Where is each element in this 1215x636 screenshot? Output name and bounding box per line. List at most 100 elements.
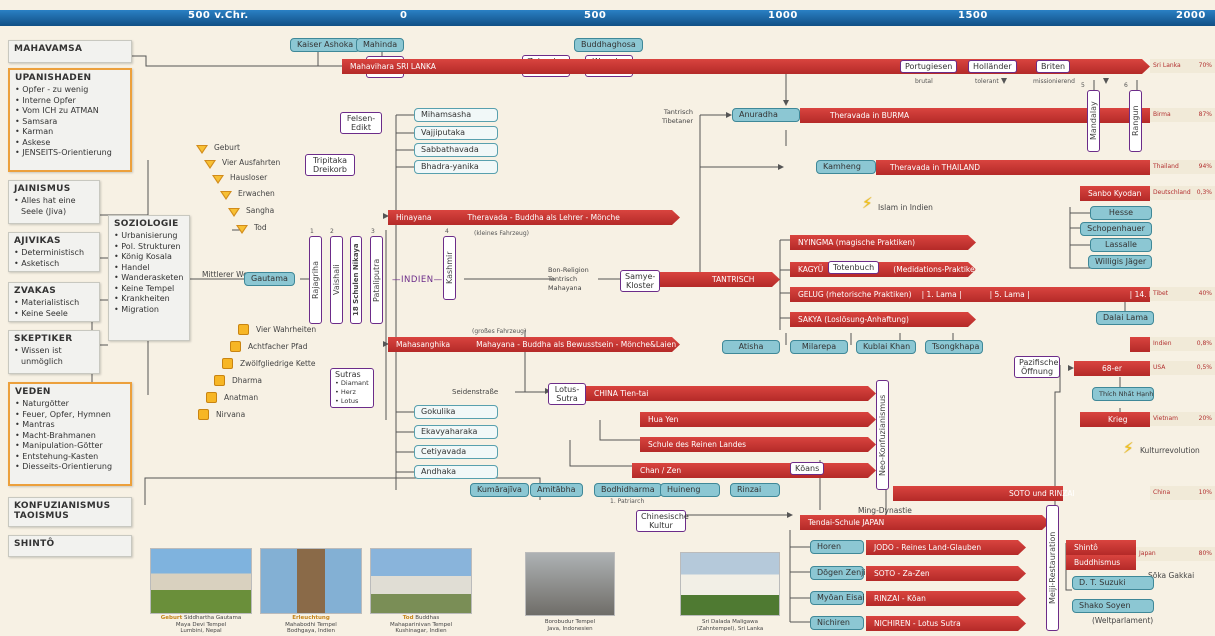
node-atisha: Atisha — [722, 340, 780, 354]
caption-zahntempel: Sri Dalada Maligawa(Zahntempel), Sri Lan… — [696, 619, 764, 632]
bar-tantrisch: TANTRISCH — [660, 272, 780, 287]
teaching-icon — [198, 409, 209, 420]
life-stage-icon — [236, 225, 248, 234]
bar-krieg: Krieg — [1080, 412, 1150, 427]
council-number-2: 2 — [330, 228, 334, 235]
label-islam-in-indien: Islam in Indien — [878, 203, 933, 212]
node-hesse: Hesse — [1090, 206, 1152, 220]
node-totenbuch: Totenbuch — [828, 261, 880, 274]
node-sutras: Sutras• Diamant• Herz• Lotus — [330, 368, 374, 408]
bar-buddhismus: Buddhismus — [1066, 555, 1136, 570]
life-stage-ausfahrten: Vier Ausfahrten — [222, 158, 281, 167]
node-neo-konfuzianismus: Neo-Konfuzianismus — [876, 380, 889, 490]
life-stage-icon — [204, 160, 216, 169]
node-mandalay: Mandalay — [1087, 90, 1100, 152]
label-grosses-fahrzeug: (großes Fahrzeug) — [472, 328, 527, 335]
bar-indien-right — [1130, 337, 1150, 352]
lightning-icon-2: ⚡ — [1123, 439, 1134, 457]
node-portugiesen: Portugiesen — [900, 60, 958, 73]
tick-500: 500 — [584, 10, 607, 21]
node-huineng: Huineng — [660, 483, 720, 497]
node-lotus-sutra: Lotus-Sutra — [548, 383, 586, 405]
node-samye-kloster: Samye-Kloster — [620, 270, 660, 292]
node-18-schulen: 18 Schulen Nikaya — [350, 236, 362, 324]
bar-tendai: Tendai-Schule JAPAN — [800, 515, 1050, 530]
label-soka-gakkai: Sōka Gakkai — [1148, 571, 1195, 580]
bar-thailand: Theravada in THAILAND — [876, 160, 1150, 175]
upanishaden-box: UPANISHADEN • Opfer - zu wenig• Interne … — [8, 68, 132, 172]
node-kamheng: Kamheng — [816, 160, 876, 174]
node-shako-soyen: Shako Soyen — [1072, 599, 1154, 613]
node-dalai-lama: Dalai Lama — [1096, 311, 1154, 325]
ws-missionierend: missionierend — [1033, 78, 1075, 85]
node-pazifische-oeffnung: Pazifische Öffnung — [1014, 356, 1060, 378]
teaching-kette: Zwölfgliedrige Kette — [240, 359, 316, 368]
node-meiji-restauration: Meiji-Restauration — [1046, 505, 1059, 631]
bar-china-tien-tai: CHINA Tien-tai — [586, 386, 876, 401]
label-indien: —INDIEN— — [392, 275, 443, 285]
node-vaishali: Vaishali — [330, 236, 343, 324]
node-tsongkhapa: Tsongkhapa — [925, 340, 983, 354]
life-stage-icon — [228, 208, 240, 217]
life-stage-icon — [196, 145, 208, 154]
ws-tolerant: tolerant — [975, 78, 999, 85]
school-ekavyaharaka: Ekavyaharaka — [414, 425, 498, 439]
tick-0: 0 — [400, 10, 408, 21]
bar-gelug: GELUG (rhetorische Praktiken)| 1. Lama |… — [790, 287, 1174, 302]
node-bodhidharma: Bodhidharma — [594, 483, 662, 497]
bar-nyingma: NYINGMA (magische Praktiken) — [790, 235, 976, 250]
zvakas-box: ZVAKAS• Materialistisch• Keine Seele — [8, 282, 100, 322]
life-stage-icon — [220, 191, 232, 200]
node-koans: Kōans — [790, 462, 825, 475]
node-pataliputra: Pataliputra — [370, 236, 383, 324]
teaching-nirvana: Nirvana — [216, 410, 246, 419]
node-rinzai-person: Rinzai — [730, 483, 780, 497]
node-nichiren: Nichiren — [810, 616, 864, 630]
node-anuradha: Anuradha — [732, 108, 800, 122]
bar-68er: 68-er — [1074, 361, 1150, 376]
node-mahinda: Mahinda — [356, 38, 405, 52]
teaching-icon — [214, 375, 225, 386]
shinto-box: SHINTÔ — [8, 535, 132, 557]
node-rangun: Rangun — [1129, 90, 1142, 152]
node-willigis: Willigis Jäger — [1088, 255, 1152, 269]
mahavamsa-box: MAHAVAMSA — [8, 40, 132, 63]
bar-soto-rinzai: SOTO und RINZAI — [893, 486, 1075, 501]
tick-1000: 1000 — [768, 10, 798, 21]
label-mittlerer-weg: Mittlerer Weg — [202, 270, 253, 279]
node-dogen: Dōgen Zenji — [810, 566, 866, 580]
label-weltparlament: (Weltparlament) — [1092, 616, 1154, 625]
node-buddhaghosa: Buddhaghosa — [574, 38, 643, 52]
node-hollaender: Holländer — [968, 60, 1017, 73]
node-kaiser-ashoka: Kaiser Ashoka — [290, 38, 361, 52]
node-briten: Briten — [1036, 60, 1071, 73]
school-vajjiputaka: Vajjiputaka — [414, 126, 498, 140]
burma-number-5: 5 — [1081, 82, 1085, 89]
bar-jodo: JODO - Reines Land-Glauben — [866, 540, 1026, 555]
school-gokulika: Gokulika — [414, 405, 498, 419]
soziologie-box: SOZIOLOGIE • Urbanisierung• Pol. Struktu… — [108, 215, 190, 341]
photo-borobudur — [525, 552, 615, 616]
bar-kagyu: KAGYÜ(Medidations-Praktiken) — [790, 262, 976, 277]
school-mihamsasha: Mihamsasha — [414, 108, 498, 122]
node-amitabha: Amitābha — [530, 483, 583, 497]
teaching-wahrheiten: Vier Wahrheiten — [256, 325, 317, 334]
teaching-icon — [222, 358, 233, 369]
photo-maya-devi — [150, 548, 252, 614]
